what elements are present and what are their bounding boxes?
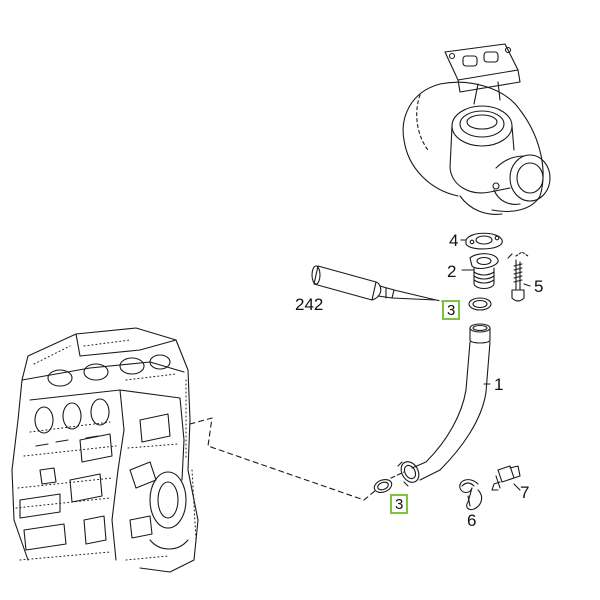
callout-1: 1	[494, 375, 504, 394]
callout-5: 5	[534, 277, 544, 296]
clip-part	[459, 479, 483, 511]
connector-line	[189, 417, 377, 501]
callout-7: 7	[520, 483, 530, 502]
callout-4: 4	[449, 231, 459, 250]
fitting-part	[462, 253, 499, 290]
bolt-part	[491, 465, 521, 491]
engine-block	[11, 327, 199, 573]
callout-242: 242	[295, 295, 324, 314]
turbocharger	[402, 43, 551, 215]
callout-6: 6	[467, 511, 477, 530]
engine-block-texture	[15, 339, 197, 561]
o-ring-upper	[468, 297, 492, 311]
callout-3-upper[interactable]: 3	[442, 300, 461, 320]
oil-return-pipe	[397, 323, 491, 487]
callout-3-lower[interactable]: 3	[390, 494, 409, 514]
o-ring-lower	[373, 479, 393, 493]
callout-2: 2	[447, 262, 457, 281]
gasket-part	[460, 232, 503, 250]
bolt-part	[507, 251, 529, 302]
sealant-tube	[311, 265, 437, 301]
